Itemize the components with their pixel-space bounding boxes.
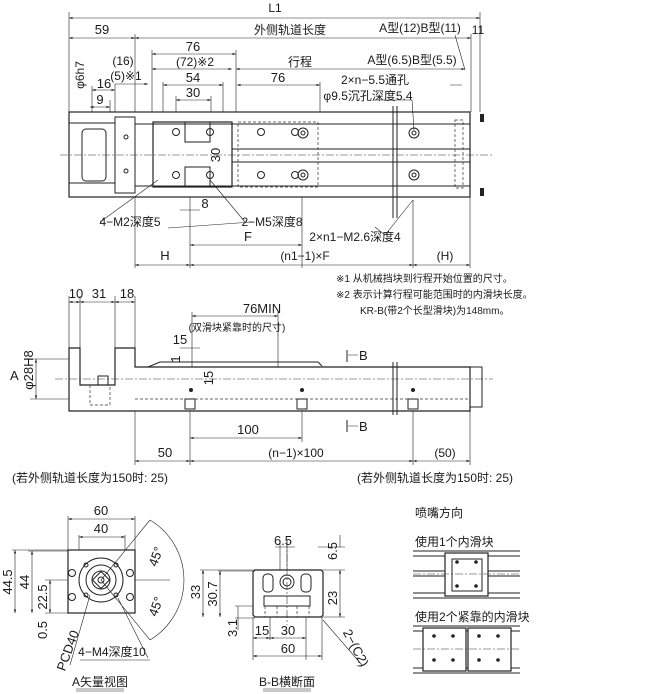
view-a-caption: A矢量视图: [72, 674, 128, 689]
dim-18: 18: [120, 286, 134, 301]
note-2: ※2 表示计算行程可能范围时的内滑块长度。: [336, 288, 533, 301]
chamfer-label: 2−(C2): [340, 627, 372, 669]
dim-5: (5)※1: [110, 69, 142, 83]
dim-50-paren: (50): [434, 446, 455, 460]
dim-H-paren: (H): [437, 249, 454, 263]
dim-1: 1: [168, 355, 183, 362]
view-a: 60 40 44.5 44 22.5 0.5 PCD40 4−M4深度10 45…: [0, 503, 185, 692]
note-3: KR-B(带2个长型滑块)为148mm。: [360, 304, 509, 317]
dim-60: 60: [281, 641, 295, 656]
notes: ※1 从机械挡块到行程开始位置的尺寸。 ※2 表示计算行程可能范围时的内滑块长度…: [336, 272, 533, 317]
dim-8: 8: [201, 196, 208, 211]
view-a-arrow-label: A: [10, 368, 19, 383]
shaft-dia-label: φ6h7: [73, 61, 87, 89]
note-1: ※1 从机械挡块到行程开始位置的尺寸。: [336, 272, 513, 285]
nozzle-title: 喷嘴方向: [415, 505, 463, 520]
dim-31: 31: [92, 286, 106, 301]
section-bb: 6.5 33 30.7 3.1 6.5 23 15 30 60 2−(C2) B…: [188, 533, 372, 692]
dim-H: H: [160, 248, 169, 263]
dim-60: 60: [94, 503, 108, 518]
dim-30: 30: [186, 85, 200, 100]
dim-6-5-vertical: 6.5: [325, 542, 340, 560]
dim-3-1: 3.1: [225, 619, 240, 637]
type-ab-side-label: A型(6.5)B型(5.5): [367, 53, 456, 67]
dim-59: 59: [95, 22, 109, 37]
dim-22-5: 22.5: [35, 584, 50, 609]
dim-16: 16: [97, 76, 111, 91]
counterbore-label: φ9.5沉孔深度5.4: [323, 88, 412, 103]
dim-44: 44: [17, 575, 32, 589]
angle-upper: 45°: [145, 545, 166, 569]
dim-n-100: (n−1)×100: [268, 446, 324, 460]
dim-30: 30: [281, 623, 295, 638]
dim-15: 15: [255, 623, 269, 638]
note-left: (若外侧轨道长度为150时: 25): [12, 470, 168, 485]
dim-0-5: 0.5: [35, 621, 50, 639]
angle-lower: 45°: [145, 595, 166, 619]
note-right: (若外侧轨道长度为150时: 25): [357, 470, 513, 485]
dim-11: 11: [472, 23, 485, 37]
dim-15-vertical: 15: [201, 371, 216, 385]
dim-54: 54: [186, 70, 200, 85]
m2-tap-label: 4−M2深度5: [99, 214, 160, 229]
outer-rail-length-label: 外侧轨道长度: [254, 22, 326, 37]
stroke-label: 行程: [288, 54, 312, 69]
dim-76min-note: (双滑块紧靠时的尺寸): [189, 321, 286, 334]
bore-dia-label: φ28H8: [21, 350, 36, 390]
dim-10: 10: [69, 286, 83, 301]
dim-n1-F: (n1−1)×F: [280, 249, 329, 263]
dim-44-5: 44.5: [0, 569, 15, 594]
nozzle-two-sliders-label: 使用2个紧靠的内滑块: [415, 609, 530, 624]
nozzle-direction: 喷嘴方向 使用1个内滑块 使用2个紧靠的内滑块: [413, 505, 530, 674]
dim-30-vertical: 30: [208, 148, 223, 162]
dim-23: 23: [325, 591, 340, 605]
dim-L1: L1: [268, 1, 282, 15]
section-bb-caption: B-B横断面: [259, 674, 315, 689]
dim-15-top: 15: [173, 332, 187, 347]
dim-6-5: 6.5: [274, 533, 292, 548]
through-hole-label: 2×n−5.5通孔: [341, 73, 409, 87]
dim-33: 33: [188, 585, 203, 599]
dim-F: F: [244, 229, 252, 244]
dim-16-paren: (16): [112, 54, 133, 68]
dim-72: (72)※2: [176, 55, 214, 69]
dim-76-slider: 76: [186, 39, 200, 54]
dim-30-7: 30.7: [205, 581, 220, 606]
dim-50: 50: [158, 445, 172, 460]
section-b-bottom: B: [359, 419, 368, 434]
dim-76min: 76MIN: [243, 301, 281, 316]
top-view: L1 59 外侧轨道长度 A型(12)B型(11) 11 76 (72)※2 行…: [60, 1, 493, 268]
dim-9: 9: [96, 92, 103, 107]
m26-tap-label: 2×n1−M2.6深度4: [309, 229, 401, 244]
type-ab-end-label: A型(12)B型(11): [379, 21, 461, 35]
dim-40: 40: [94, 521, 108, 536]
dim-76-pitch: 76: [271, 70, 285, 85]
dim-100: 100: [237, 422, 259, 437]
nozzle-one-slider-label: 使用1个内滑块: [415, 534, 494, 549]
m5-tap-label: 2−M5深度8: [241, 214, 302, 229]
section-b-top: B: [359, 348, 368, 363]
side-view: 10 31 18 76MIN (双滑块紧靠时的尺寸) 15 1 15 φ28H8…: [10, 286, 513, 485]
m4-tap-label: 4−M4深度10: [78, 644, 146, 659]
